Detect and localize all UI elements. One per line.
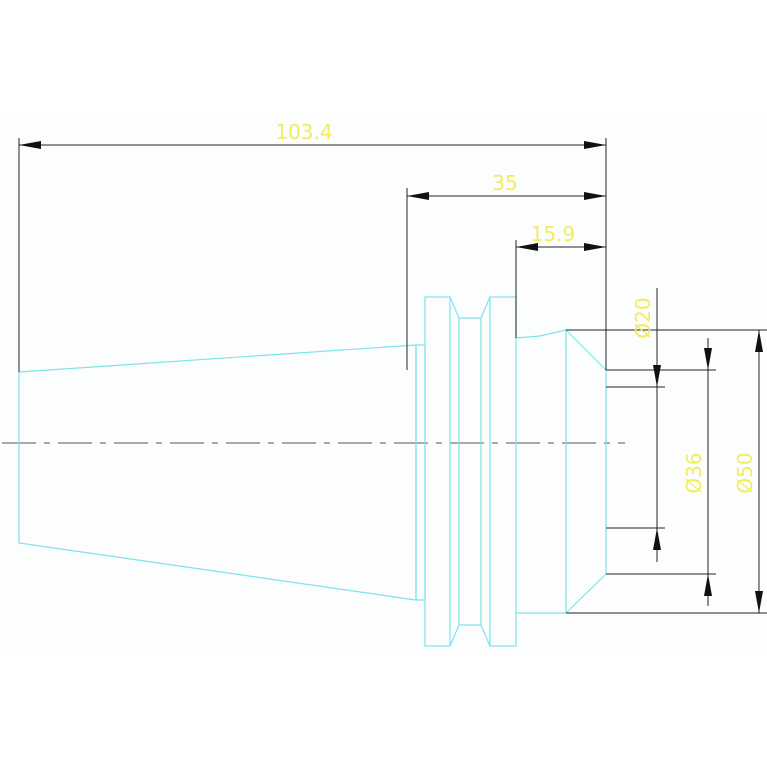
dim-text-nose: 15.9 <box>531 222 576 246</box>
part-outline <box>18 296 607 647</box>
v-groove-bottom <box>449 624 491 647</box>
drawing-area <box>0 118 767 650</box>
dim-text-overall: 103.4 <box>275 120 332 144</box>
arrowheads <box>19 141 763 613</box>
dim-text-bore: Ø20 <box>631 297 655 338</box>
flange-ring-left <box>424 296 451 647</box>
nose-chamfer <box>565 329 607 614</box>
dimension-lines <box>18 138 767 614</box>
dim-text-chamfer: Ø36 <box>682 452 706 493</box>
dim-text-outer: Ø50 <box>733 452 757 493</box>
dim-text-flange: 35 <box>492 171 517 195</box>
flange-ring-right <box>489 296 517 647</box>
v-groove-top <box>449 296 491 319</box>
